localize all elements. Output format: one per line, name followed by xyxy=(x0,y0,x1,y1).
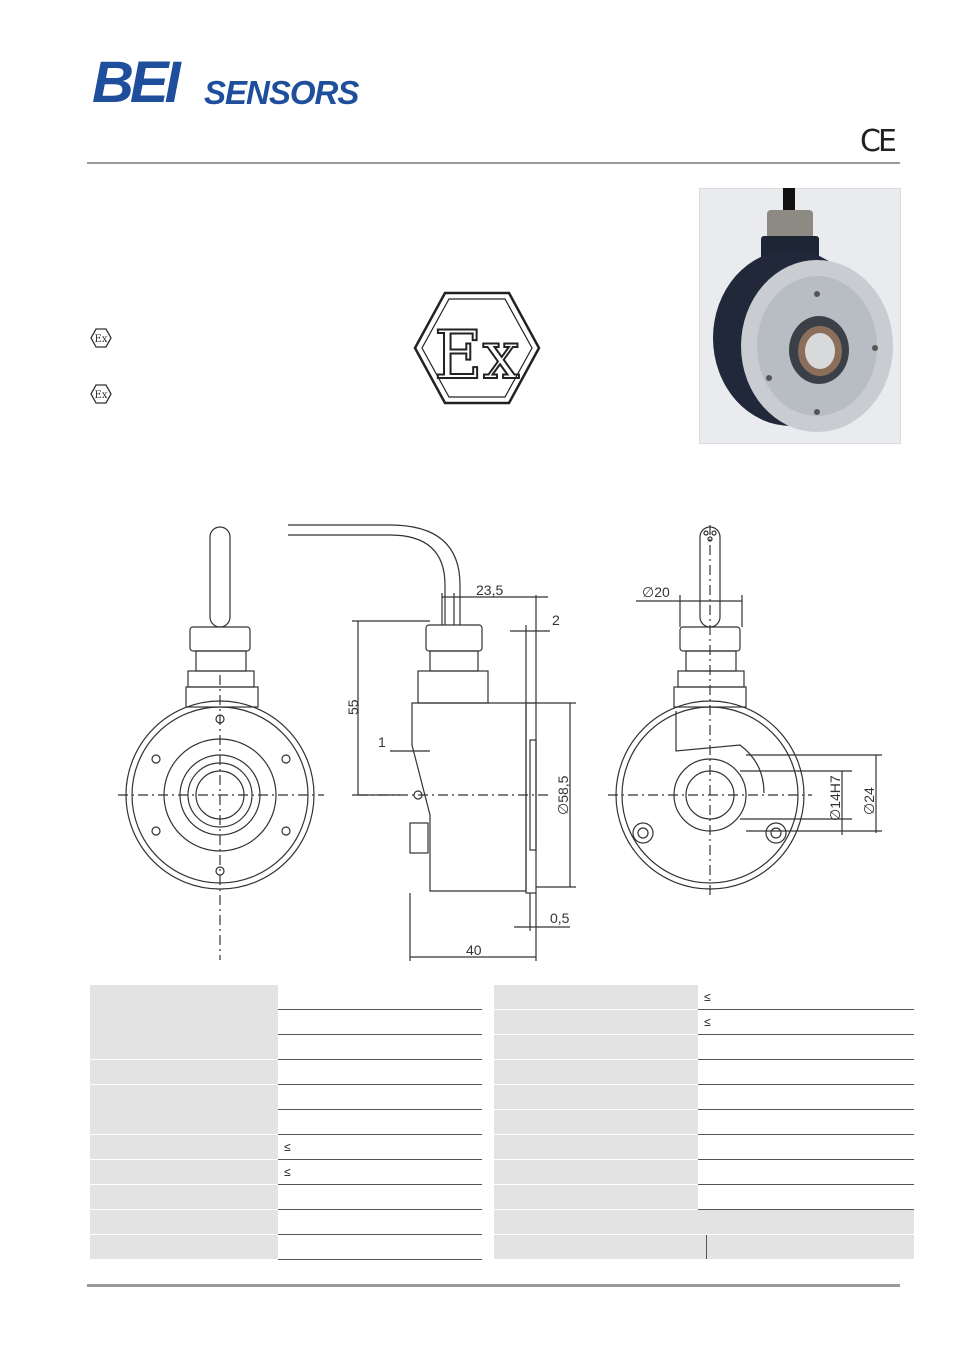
header-divider xyxy=(87,162,900,164)
spec-value-le: ≤ xyxy=(698,985,914,1010)
spec-value xyxy=(278,985,482,1010)
spec-label xyxy=(494,1009,698,1035)
spec-label xyxy=(90,1234,278,1260)
spec-value xyxy=(698,1084,914,1110)
front-view xyxy=(118,526,324,960)
spec-label xyxy=(494,1134,698,1160)
spec-value xyxy=(698,1184,914,1210)
spec-label xyxy=(90,985,278,1060)
spec-table-left: ≤ ≤ xyxy=(90,985,482,1260)
spec-value xyxy=(278,1184,482,1210)
spec-label xyxy=(90,1059,278,1085)
dim-d14h7: ∅14H7 xyxy=(827,775,843,821)
ex-atex-symbol-icon: Ex xyxy=(413,291,541,405)
spec-label xyxy=(705,1234,914,1260)
ex-hexagon-small-icon: Ex xyxy=(90,384,112,404)
spec-label xyxy=(494,1184,698,1210)
ex-hexagon-small-icon: Ex xyxy=(90,328,112,348)
spec-label xyxy=(90,1184,278,1210)
spec-value xyxy=(698,1034,914,1060)
spec-value xyxy=(278,1234,482,1260)
bei-sensors-logo: BEI SENSORS xyxy=(92,54,360,114)
spec-value xyxy=(278,1009,482,1035)
side-view xyxy=(288,524,576,961)
spec-label xyxy=(90,1084,278,1135)
svg-text:Ex: Ex xyxy=(95,334,108,345)
spec-value-le: ≤ xyxy=(278,1134,482,1160)
spec-label xyxy=(494,1109,698,1135)
dim-55: 55 xyxy=(345,699,361,715)
dim-d20: ∅20 xyxy=(642,584,670,600)
spec-value-le: ≤ xyxy=(698,1009,914,1035)
dim-40: 40 xyxy=(466,942,482,958)
spec-label xyxy=(90,1134,278,1160)
spec-table-right: ≤ ≤ xyxy=(494,985,914,1260)
spec-value xyxy=(698,1134,914,1160)
dim-0-5: 0,5 xyxy=(550,910,570,926)
spec-value xyxy=(278,1084,482,1110)
dim-2: 2 xyxy=(552,612,560,628)
spec-label xyxy=(494,985,698,1010)
dim-23-5: 23,5 xyxy=(476,582,503,598)
spec-value xyxy=(278,1109,482,1135)
spec-label-wide xyxy=(494,1209,914,1235)
dim-1: 1 xyxy=(378,734,386,750)
spec-value xyxy=(278,1059,482,1085)
spec-label xyxy=(494,1234,706,1260)
spec-value xyxy=(698,1109,914,1135)
spec-label xyxy=(90,1159,278,1185)
encoder-product-photo xyxy=(699,188,901,444)
spec-value xyxy=(698,1059,914,1085)
svg-text:Ex: Ex xyxy=(95,390,108,401)
spec-value xyxy=(698,1159,914,1185)
spec-value xyxy=(278,1209,482,1235)
logo-bei-text: BEI xyxy=(92,54,183,114)
footer-divider xyxy=(87,1284,900,1287)
ce-mark: CE xyxy=(860,124,897,159)
dimension-drawing: 23,5 2 55 1 ∅58,5 0,5 40 ∅20 ∅14H7 ∅24 xyxy=(118,524,882,961)
rear-view xyxy=(608,525,882,895)
spec-value-le: ≤ xyxy=(278,1159,482,1185)
spec-label xyxy=(494,1034,698,1060)
spec-label xyxy=(494,1084,698,1110)
spec-label xyxy=(494,1159,698,1185)
dim-d24: ∅24 xyxy=(861,787,877,815)
logo-sensors-text: SENSORS xyxy=(204,74,359,111)
svg-text:Ex: Ex xyxy=(434,317,519,394)
dim-58-5: ∅58,5 xyxy=(555,775,571,815)
spec-label xyxy=(90,1209,278,1235)
spec-value xyxy=(278,1034,482,1060)
spec-label xyxy=(494,1059,698,1085)
